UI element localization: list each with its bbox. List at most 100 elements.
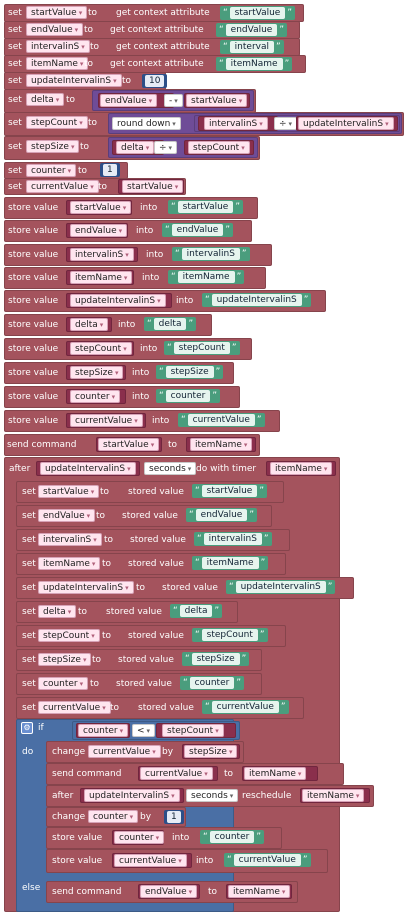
send-command-block[interactable]: send command endValue▾ to itemName▾ — [46, 881, 298, 903]
get-block[interactable]: delta▾ — [66, 317, 112, 332]
string-block[interactable]: “endValue” — [186, 508, 258, 522]
string-block[interactable]: “startValue” — [168, 200, 244, 214]
number-block[interactable]: 10 — [142, 74, 168, 88]
string-block[interactable]: “endValue” — [216, 23, 288, 37]
get-block[interactable]: intervalinS▾ — [198, 116, 278, 131]
get-block[interactable]: itemName▾ — [242, 766, 318, 781]
set-block-counter[interactable]: set counter▾ to 1 — [4, 162, 128, 179]
operator-dropdown[interactable]: <▾ — [132, 724, 156, 737]
get-block[interactable]: endValue▾ — [138, 884, 200, 899]
var-dropdown[interactable]: intervalinS▾ — [26, 40, 90, 53]
store-value-block[interactable]: store value counter▾ into “counter” — [46, 827, 282, 849]
get-block[interactable]: stepSize▾ — [66, 365, 126, 380]
set-block-intervalins[interactable]: set intervalinS▾ to get context attribut… — [4, 38, 300, 56]
var-dropdown[interactable]: updateIntervalinS▾ — [40, 462, 136, 475]
get-block[interactable]: itemName▾ — [300, 788, 370, 803]
string-block[interactable]: “delta” — [170, 604, 223, 618]
get-block[interactable]: updateIntervalinS▾ — [36, 461, 140, 476]
var-dropdown[interactable]: startValue▾ — [70, 201, 132, 214]
var-dropdown[interactable]: stepCount▾ — [70, 342, 132, 355]
store-value-block[interactable]: store value updateIntervalinS▾ into “upd… — [4, 290, 326, 312]
get-block[interactable]: delta▾ — [112, 140, 164, 155]
set-stored-block[interactable]: set stepSize▾ to stored value “stepSize” — [16, 649, 262, 671]
set-stored-block[interactable]: set counter▾ to stored value “counter” — [16, 673, 262, 695]
string-block[interactable]: “updateIntervalinS” — [226, 580, 336, 594]
reschedule-block[interactable]: after updateIntervalinS▾ seconds▾ resche… — [46, 785, 374, 807]
set-stored-block[interactable]: set stepCount▾ to stored value “stepCoun… — [16, 625, 286, 647]
var-dropdown[interactable]: endValue▾ — [100, 94, 158, 107]
var-dropdown[interactable]: stepCount▾ — [38, 629, 100, 642]
var-dropdown[interactable]: itemName▾ — [302, 789, 365, 802]
var-dropdown[interactable]: itemName▾ — [270, 462, 333, 475]
get-block[interactable]: currentValue▾ — [112, 853, 192, 868]
var-dropdown[interactable]: startValue▾ — [98, 438, 160, 451]
string-block[interactable]: “intervalinS” — [172, 247, 250, 261]
string-block[interactable]: “updateIntervalinS” — [202, 293, 312, 307]
var-dropdown[interactable]: itemName▾ — [70, 271, 133, 284]
string-block[interactable]: “intervalinS” — [194, 532, 272, 546]
string-block[interactable]: “stepSize” — [182, 652, 250, 666]
operator-dropdown[interactable]: ÷▾ — [154, 141, 178, 154]
get-block[interactable]: startValue▾ — [96, 437, 162, 452]
string-block[interactable]: “endValue” — [162, 223, 234, 237]
set-block-currentvalue[interactable]: set currentValue▾ to startValue▾ — [4, 178, 186, 195]
string-block[interactable]: “startValue” — [220, 6, 296, 20]
get-block[interactable]: counter▾ — [112, 830, 165, 845]
var-dropdown[interactable]: counter▾ — [70, 390, 121, 403]
var-dropdown[interactable]: updateIntervalinS▾ — [38, 581, 134, 594]
string-block[interactable]: “itemName” — [216, 57, 293, 71]
get-block[interactable]: startValue▾ — [66, 200, 132, 215]
operator-dropdown[interactable]: -▾ — [164, 94, 183, 107]
string-block[interactable]: “currentValue” — [202, 700, 289, 714]
var-dropdown[interactable]: itemName▾ — [190, 438, 253, 451]
var-dropdown[interactable]: currentValue▾ — [38, 701, 111, 714]
get-block[interactable]: itemName▾ — [66, 270, 134, 285]
var-dropdown[interactable]: endValue▾ — [140, 885, 198, 898]
set-block-itemname[interactable]: set itemName▾ to get context attribute “… — [4, 55, 306, 73]
set-block-startvalue[interactable]: set startValue▾ to get context attribute… — [4, 4, 304, 22]
var-dropdown[interactable]: updateIntervalinS▾ — [298, 117, 394, 130]
get-block[interactable]: itemName▾ — [226, 884, 292, 899]
set-stored-block[interactable]: set endValue▾ to stored value “endValue” — [16, 505, 272, 527]
get-block[interactable]: endValue▾ — [98, 93, 174, 108]
get-block[interactable]: currentValue▾ — [66, 413, 146, 428]
subtract-block[interactable]: endValue▾ -▾ startValue▾ — [92, 90, 254, 111]
get-block[interactable]: endValue▾ — [66, 223, 128, 238]
set-stored-block[interactable]: set startValue▾ to stored value “startVa… — [16, 481, 284, 503]
get-block[interactable]: updateIntervalinS▾ — [66, 293, 172, 308]
set-block-stepcount[interactable]: set stepCount▾ to round down▾ intervalin… — [4, 112, 404, 136]
var-dropdown[interactable]: stepSize▾ — [184, 745, 238, 758]
get-block[interactable]: updateIntervalinS▾ — [296, 116, 398, 131]
string-block[interactable]: “currentValue” — [224, 853, 311, 867]
change-block[interactable]: change currentValue▾ by stepSize▾ — [46, 741, 244, 763]
number-block[interactable]: 1 — [164, 810, 184, 824]
get-block[interactable]: counter▾ — [76, 723, 130, 738]
var-dropdown[interactable]: updateIntervalinS▾ — [70, 294, 166, 307]
divide-block[interactable]: delta▾ ÷▾ stepCount▾ — [108, 137, 258, 158]
var-dropdown[interactable]: delta▾ — [70, 318, 109, 331]
divide-block[interactable]: intervalinS▾ ÷▾ updateIntervalinS▾ — [194, 115, 400, 132]
var-dropdown[interactable]: delta▾ — [38, 605, 77, 618]
set-block-updateintervalins[interactable]: set updateIntervalinS▾ to 10 — [4, 72, 168, 90]
var-dropdown[interactable]: intervalinS▾ — [38, 533, 102, 546]
store-value-block[interactable]: store value delta▾ into “delta” — [4, 314, 212, 336]
string-block[interactable]: “counter” — [200, 830, 264, 844]
var-dropdown[interactable]: updateIntervalinS▾ — [26, 74, 122, 87]
set-stored-block[interactable]: set updateIntervalinS▾ to stored value “… — [16, 577, 354, 599]
var-dropdown[interactable]: itemName▾ — [26, 57, 89, 70]
store-value-block[interactable]: store value currentValue▾ into “currentV… — [46, 849, 328, 873]
var-dropdown[interactable]: endValue▾ — [38, 509, 96, 522]
get-block[interactable]: startValue▾ — [184, 93, 250, 108]
var-dropdown[interactable]: itemName▾ — [228, 885, 291, 898]
var-dropdown[interactable]: delta▾ — [116, 141, 155, 154]
var-dropdown[interactable]: currentValue▾ — [88, 745, 161, 758]
var-dropdown[interactable]: stepSize▾ — [38, 653, 92, 666]
get-block[interactable]: updateIntervalinS▾ — [80, 788, 184, 803]
string-block[interactable]: “stepCount” — [164, 341, 240, 355]
var-dropdown[interactable]: endValue▾ — [26, 23, 84, 36]
var-dropdown[interactable]: startValue▾ — [186, 94, 248, 107]
set-block-endvalue[interactable]: set endValue▾ to get context attribute “… — [4, 21, 300, 39]
round-mode-dropdown[interactable]: round down▾ — [112, 117, 181, 130]
time-unit-dropdown[interactable]: seconds▾ — [186, 789, 239, 802]
var-dropdown[interactable]: itemName▾ — [244, 767, 307, 780]
